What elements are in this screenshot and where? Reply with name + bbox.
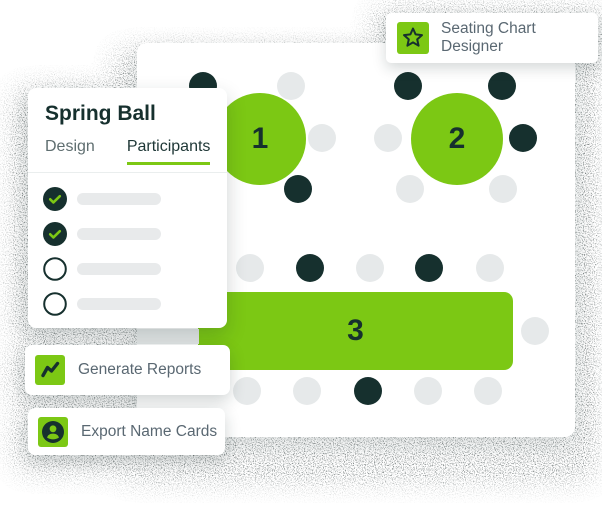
seat-empty[interactable] (374, 124, 402, 152)
participant-name-placeholder (77, 192, 161, 205)
participant-name-placeholder (77, 297, 161, 310)
participant-row (43, 181, 227, 216)
seat-empty[interactable] (476, 254, 504, 282)
seat-occupied[interactable] (509, 124, 537, 152)
checkbox-empty-icon[interactable] (43, 291, 67, 316)
seat-empty[interactable] (233, 377, 261, 405)
checkbox-checked-icon[interactable] (43, 186, 67, 211)
table-1[interactable]: 1 (214, 93, 306, 185)
participant-name-placeholder (77, 262, 161, 275)
seat-occupied[interactable] (488, 72, 516, 100)
participant-name-placeholder (77, 227, 161, 240)
seat-occupied[interactable] (284, 175, 312, 203)
participant-row (43, 286, 227, 321)
tab-participants[interactable]: Participants (127, 138, 211, 165)
participant-row (43, 216, 227, 251)
participant-row (43, 251, 227, 286)
seat-occupied[interactable] (354, 377, 382, 405)
seat-empty[interactable] (277, 72, 305, 100)
participants-list (28, 173, 227, 321)
event-title: Spring Ball (45, 102, 156, 125)
seat-occupied[interactable] (296, 254, 324, 282)
panel-divider (28, 172, 227, 173)
seat-empty[interactable] (356, 254, 384, 282)
generate-reports-button[interactable]: Generate Reports (25, 345, 230, 395)
panel-tabs: Design Participants (28, 126, 227, 165)
table-2[interactable]: 2 (411, 93, 503, 185)
seat-empty[interactable] (236, 254, 264, 282)
table-number: 2 (448, 122, 466, 155)
seat-empty[interactable] (489, 175, 517, 203)
checkbox-checked-icon[interactable] (43, 221, 67, 246)
checkbox-empty-icon[interactable] (43, 256, 67, 281)
seat-empty[interactable] (414, 377, 442, 405)
panel-shadow-strip (137, 329, 199, 344)
seat-occupied[interactable] (394, 72, 422, 100)
person-icon (38, 416, 68, 447)
app-badge: Seating Chart Designer (386, 13, 598, 63)
export-name-cards-label: Export Name Cards (81, 422, 218, 440)
seat-occupied[interactable] (415, 254, 443, 282)
seat-empty[interactable] (474, 377, 502, 405)
seat-empty[interactable] (293, 377, 321, 405)
table-number: 1 (251, 122, 269, 155)
event-panel: Spring Ball Design Participants (28, 88, 227, 328)
line-chart-icon (35, 355, 65, 385)
seat-empty[interactable] (521, 317, 549, 345)
table-number: 3 (347, 314, 364, 347)
seat-empty[interactable] (308, 124, 336, 152)
generate-reports-label: Generate Reports (78, 361, 202, 378)
app-badge-label: Seating Chart Designer (441, 20, 536, 55)
seat-empty[interactable] (396, 175, 424, 203)
star-icon (397, 22, 429, 54)
tab-design[interactable]: Design (45, 138, 95, 155)
export-name-cards-button[interactable]: Export Name Cards (28, 408, 225, 455)
table-3[interactable]: 3 (198, 292, 513, 370)
